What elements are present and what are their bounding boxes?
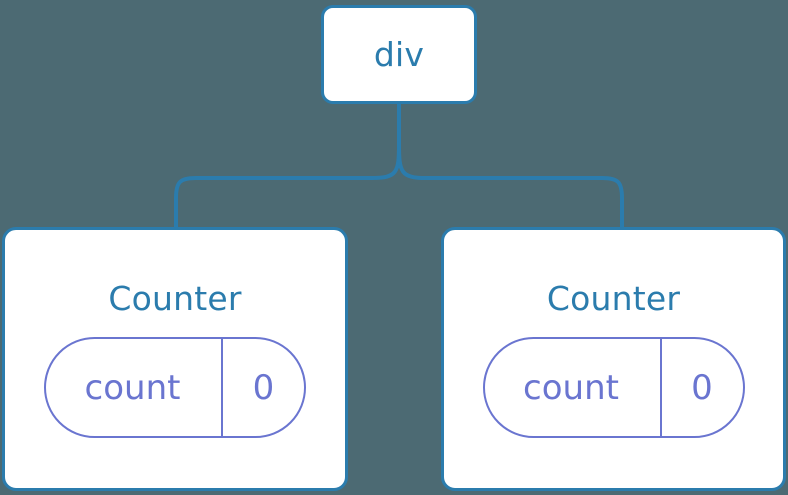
state-pill-left[interactable]: count 0 [44, 337, 306, 438]
node-counter-left-title: Counter [108, 279, 242, 318]
node-div-label: div [373, 35, 425, 74]
connector-left-branch [174, 101, 401, 234]
connector-right-branch [397, 101, 624, 234]
node-div[interactable]: div [321, 5, 477, 104]
state-key-left: count [84, 367, 181, 408]
state-key-right: count [523, 367, 619, 408]
node-counter-left[interactable]: Counter count 0 [2, 227, 348, 491]
state-pill-right[interactable]: count 0 [482, 337, 745, 438]
node-counter-right[interactable]: Counter count 0 [441, 227, 786, 491]
state-value-left: 0 [221, 339, 304, 436]
node-counter-right-title: Counter [546, 279, 681, 318]
state-value-right: 0 [659, 339, 743, 436]
